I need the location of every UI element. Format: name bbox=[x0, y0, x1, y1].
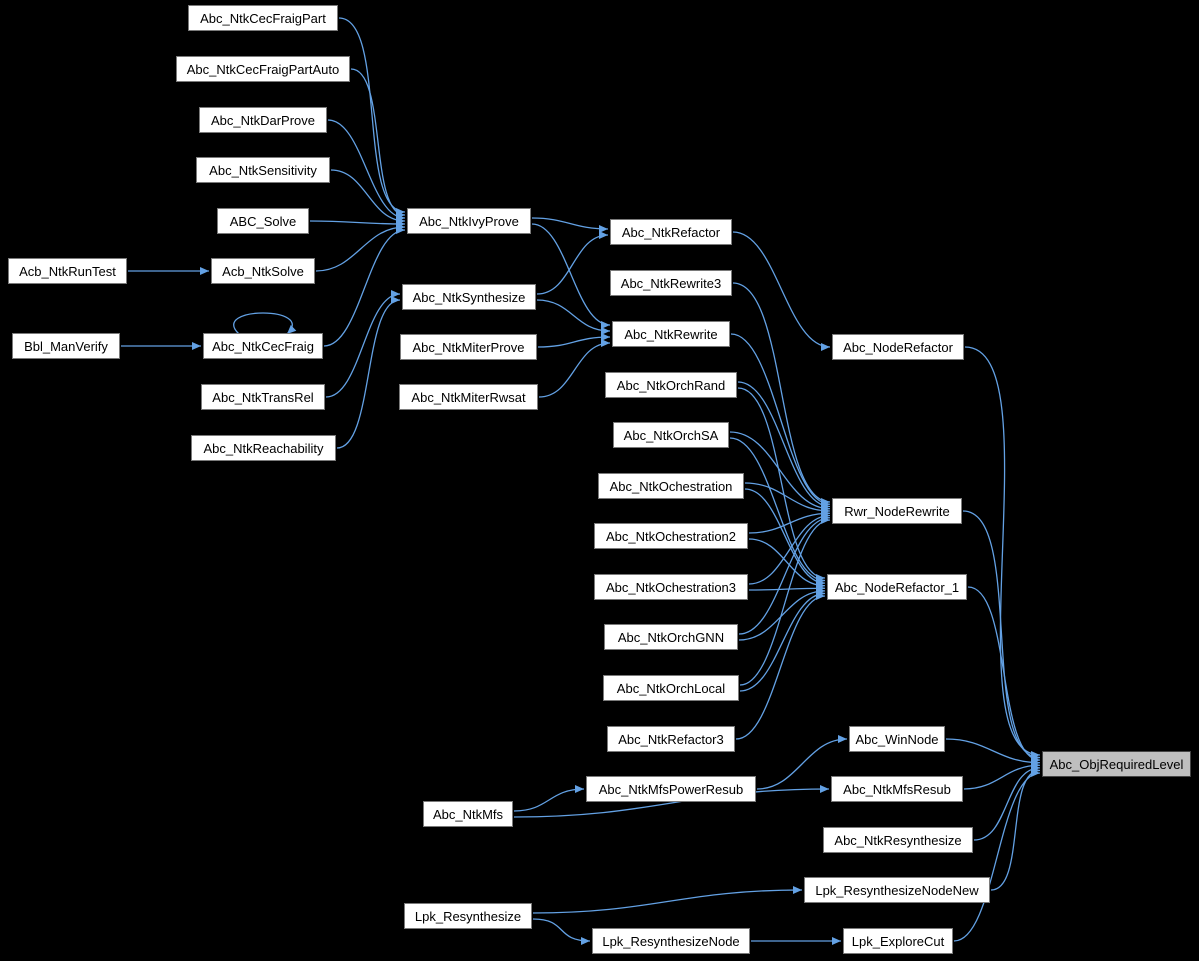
edge-Abc_NtkDarProve--Abc_NtkIvyProve bbox=[327, 119, 406, 222]
edge-Abc_NtkOrchGNN--Rwr_NodeRewrite bbox=[738, 513, 831, 635]
edge-Abc_NtkIvyProve--Abc_NtkRewrite bbox=[531, 223, 611, 329]
edge-Abc_NtkRewrite3--Rwr_NodeRewrite bbox=[732, 282, 831, 506]
node-Abc_NtkMfsPowerResub[interactable]: Abc_NtkMfsPowerResub bbox=[586, 776, 756, 802]
node-Bbl_ManVerify[interactable]: Bbl_ManVerify bbox=[12, 333, 120, 359]
node-Abc_WinNode[interactable]: Abc_WinNode bbox=[849, 726, 945, 752]
edge-Lpk_ResynthesizeNodeNew--Abc_ObjRequiredLevel bbox=[990, 766, 1041, 891]
edge-Abc_NtkRewrite--Rwr_NodeRewrite bbox=[730, 333, 831, 509]
node-Abc_ObjRequiredLevel: Abc_ObjRequiredLevel bbox=[1042, 751, 1191, 777]
node-Acb_NtkSolve[interactable]: Acb_NtkSolve bbox=[211, 258, 315, 284]
edge-Abc_NtkOchestration--Abc_NodeRefactor_1 bbox=[744, 488, 826, 588]
edge-Abc_WinNode--Abc_ObjRequiredLevel bbox=[945, 738, 1041, 767]
node-Abc_NtkMfsResub[interactable]: Abc_NtkMfsResub bbox=[831, 776, 963, 802]
edge-Abc_NtkRefactor--Abc_NodeRefactor bbox=[732, 231, 831, 351]
node-Abc_NtkResynthesize[interactable]: Abc_NtkResynthesize bbox=[823, 827, 973, 853]
edge-Abc_NtkSensitivity--Abc_NtkIvyProve bbox=[330, 169, 406, 225]
node-Abc_NtkMiterRwsat[interactable]: Abc_NtkMiterRwsat bbox=[399, 384, 538, 410]
edge-Abc_NodeRefactor_1--Abc_ObjRequiredLevel bbox=[967, 586, 1041, 765]
edge-Lpk_Resynthesize--Lpk_ResynthesizeNode bbox=[532, 918, 591, 945]
edge-Abc_NtkCecFraig--Abc_NtkIvyProve bbox=[323, 226, 406, 347]
node-Abc_NtkSensitivity[interactable]: Abc_NtkSensitivity bbox=[196, 157, 330, 183]
node-Lpk_ResynthesizeNode[interactable]: Lpk_ResynthesizeNode bbox=[592, 928, 750, 954]
edge-Abc_NtkIvyProve--Abc_NtkRefactor bbox=[531, 217, 609, 233]
edge-Lpk_ExploreCut--Abc_ObjRequiredLevel bbox=[953, 769, 1041, 942]
node-Abc_NtkRefactor3[interactable]: Abc_NtkRefactor3 bbox=[607, 726, 735, 752]
edge-Abc_NtkOrchLocal--Rwr_NodeRewrite bbox=[739, 516, 831, 686]
edge-Abc_NtkOrchLocal--Abc_NodeRefactor_1 bbox=[739, 589, 826, 692]
node-Abc_NtkOrchSA[interactable]: Abc_NtkOrchSA bbox=[613, 422, 729, 448]
node-Abc_NtkOrchLocal[interactable]: Abc_NtkOrchLocal bbox=[603, 675, 739, 701]
edge-Abc_NtkSynthesize--Abc_NtkRefactor bbox=[536, 231, 609, 295]
edge-Abc_NtkMfs--Abc_NtkMfsResub bbox=[513, 785, 830, 818]
node-Abc_NodeRefactor[interactable]: Abc_NodeRefactor bbox=[832, 334, 964, 360]
node-Abc_NtkCecFraigPart[interactable]: Abc_NtkCecFraigPart bbox=[188, 5, 338, 31]
edge-Abc_NtkCecFraigPartAuto--Abc_NtkIvyProve bbox=[350, 68, 406, 219]
edge-Abc_NtkMfsPowerResub--Abc_WinNode bbox=[756, 735, 848, 790]
edge-Abc_NtkRefactor3--Abc_NodeRefactor_1 bbox=[735, 592, 826, 740]
edge-Abc_NtkCecFraig--Abc_NtkCecFraig bbox=[233, 312, 297, 335]
node-Lpk_ResynthesizeNodeNew[interactable]: Lpk_ResynthesizeNodeNew bbox=[804, 877, 990, 903]
edge-Abc_NodeRefactor--Abc_ObjRequiredLevel bbox=[964, 346, 1041, 759]
edge-Rwr_NodeRewrite--Abc_ObjRequiredLevel bbox=[962, 510, 1041, 762]
node-Lpk_Resynthesize[interactable]: Lpk_Resynthesize bbox=[404, 903, 532, 929]
edge-Abc_NtkOrchRand--Abc_NodeRefactor_1 bbox=[737, 387, 826, 582]
node-Abc_NtkOrchRand[interactable]: Abc_NtkOrchRand bbox=[605, 372, 737, 398]
edge-Abc_NtkOrchSA--Rwr_NodeRewrite bbox=[729, 431, 831, 513]
edge-Abc_NtkReachability--Abc_NtkSynthesize bbox=[336, 296, 401, 449]
node-Abc_NtkIvyProve[interactable]: Abc_NtkIvyProve bbox=[407, 208, 531, 234]
node-Abc_NtkRewrite3[interactable]: Abc_NtkRewrite3 bbox=[610, 270, 732, 296]
edge-Abc_NtkOchestration3--Rwr_NodeRewrite bbox=[748, 511, 831, 585]
node-Lpk_ExploreCut[interactable]: Lpk_ExploreCut bbox=[843, 928, 953, 954]
edge-Abc_NtkOchestration2--Rwr_NodeRewrite bbox=[748, 509, 831, 534]
node-Abc_NtkTransRel[interactable]: Abc_NtkTransRel bbox=[201, 384, 325, 410]
node-Rwr_NodeRewrite[interactable]: Rwr_NodeRewrite bbox=[832, 498, 962, 524]
node-Abc_NtkRefactor[interactable]: Abc_NtkRefactor bbox=[610, 219, 732, 245]
edge-Abc_NtkOrchSA--Abc_NodeRefactor_1 bbox=[729, 437, 826, 585]
edge-Abc_NtkSynthesize--Abc_NtkRewrite bbox=[536, 299, 611, 335]
node-Abc_NtkOrchGNN[interactable]: Abc_NtkOrchGNN bbox=[604, 624, 738, 650]
edge-Acb_NtkSolve--Abc_NtkIvyProve bbox=[315, 223, 406, 272]
edge-ABC_Solve--Abc_NtkIvyProve bbox=[309, 219, 406, 228]
edge-Abc_NtkOrchGNN--Abc_NodeRefactor_1 bbox=[738, 586, 826, 641]
node-Abc_NtkOchestration2[interactable]: Abc_NtkOchestration2 bbox=[594, 523, 748, 549]
node-Acb_NtkRunTest[interactable]: Acb_NtkRunTest bbox=[8, 258, 127, 284]
node-Abc_NtkOchestration[interactable]: Abc_NtkOchestration bbox=[598, 473, 744, 499]
node-Abc_NtkCecFraig[interactable]: Abc_NtkCecFraig bbox=[203, 333, 323, 359]
node-Abc_NtkOchestration3[interactable]: Abc_NtkOchestration3 bbox=[594, 574, 748, 600]
node-Abc_NtkReachability[interactable]: Abc_NtkReachability bbox=[191, 435, 336, 461]
node-Abc_NtkCecFraigPartAuto[interactable]: Abc_NtkCecFraigPartAuto bbox=[176, 56, 350, 82]
node-Abc_NtkSynthesize[interactable]: Abc_NtkSynthesize bbox=[402, 284, 536, 310]
edge-Abc_NtkMiterRwsat--Abc_NtkRewrite bbox=[538, 339, 611, 398]
edge-Abc_NtkOrchRand--Rwr_NodeRewrite bbox=[737, 381, 831, 511]
edge-Abc_NtkTransRel--Abc_NtkSynthesize bbox=[325, 290, 401, 398]
node-ABC_Solve[interactable]: ABC_Solve bbox=[217, 208, 309, 234]
edge-Abc_NtkOchestration--Rwr_NodeRewrite bbox=[744, 482, 831, 515]
edge-Abc_NtkOchestration2--Abc_NodeRefactor_1 bbox=[748, 538, 826, 590]
edge-Abc_NtkMiterProve--Abc_NtkRewrite bbox=[537, 333, 611, 348]
node-Abc_NodeRefactor_1[interactable]: Abc_NodeRefactor_1 bbox=[827, 574, 967, 600]
edge-Abc_NtkResynthesize--Abc_ObjRequiredLevel bbox=[973, 763, 1041, 841]
node-Abc_NtkDarProve[interactable]: Abc_NtkDarProve bbox=[199, 107, 327, 133]
edge-Lpk_Resynthesize--Lpk_ResynthesizeNodeNew bbox=[532, 886, 803, 914]
node-Abc_NtkMfs[interactable]: Abc_NtkMfs bbox=[423, 801, 513, 827]
edge-Abc_NtkMfsResub--Abc_ObjRequiredLevel bbox=[963, 761, 1041, 790]
edge-Abc_NtkMfs--Abc_NtkMfsPowerResub bbox=[513, 785, 585, 812]
node-Abc_NtkMiterProve[interactable]: Abc_NtkMiterProve bbox=[400, 334, 537, 360]
node-Abc_NtkRewrite[interactable]: Abc_NtkRewrite bbox=[612, 321, 730, 347]
